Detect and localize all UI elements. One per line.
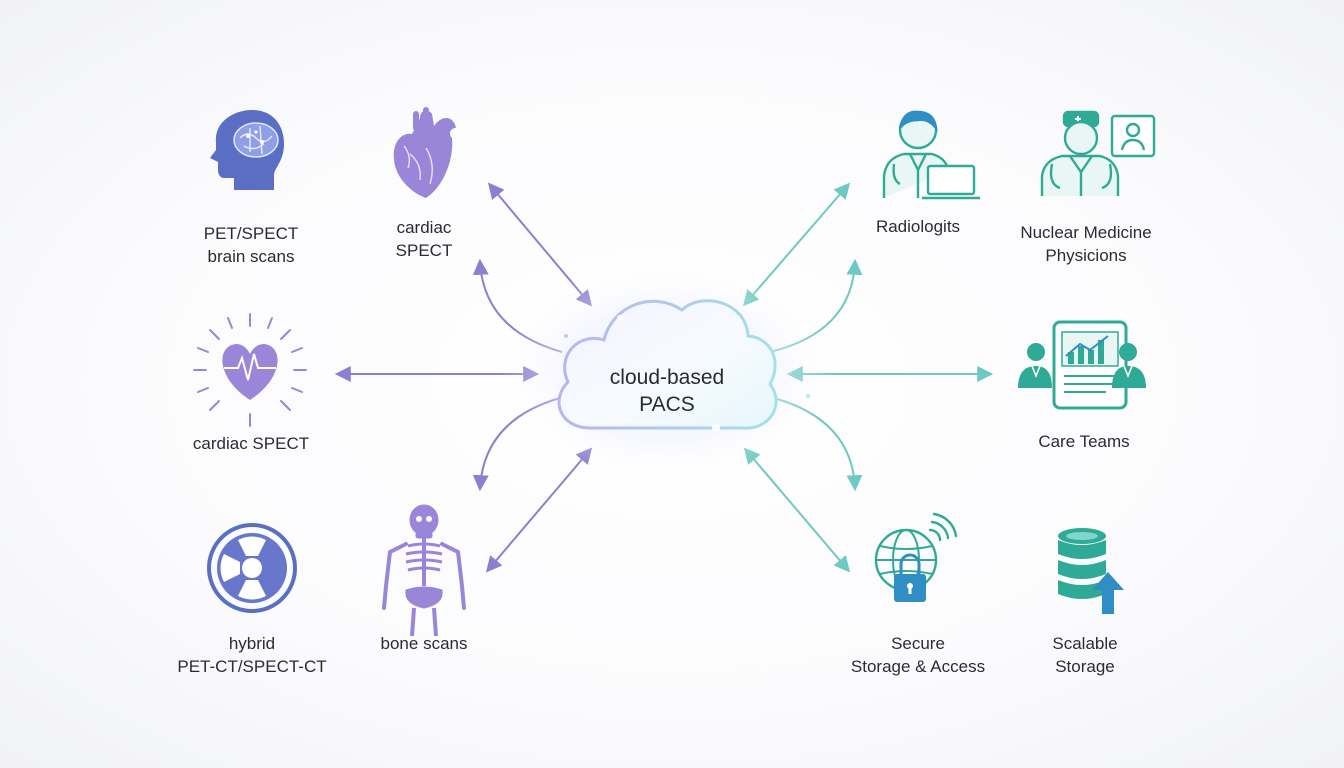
hub-label: cloud-based PACS xyxy=(610,364,724,418)
connector-bone xyxy=(485,447,593,573)
label-hybrid: hybrid PET-CT/SPECT-CT xyxy=(177,634,327,676)
database-upload-icon xyxy=(1058,528,1124,614)
label-secure-storage: Secure Storage & Access xyxy=(850,634,986,676)
label-radiologists: Radiologits xyxy=(875,217,961,236)
hub-label-line2: PACS xyxy=(639,393,695,416)
heart-icon xyxy=(393,107,456,198)
label-pet-spect-brain: PET/SPECT brain scans xyxy=(203,224,299,266)
label-care-teams: Care Teams xyxy=(1038,432,1130,451)
physician-video-icon xyxy=(1040,110,1156,196)
label-bone-scans: bone scans xyxy=(380,634,468,653)
globe-lock-icon xyxy=(874,512,958,602)
cloud-hub xyxy=(497,262,837,482)
tablet-team-icon xyxy=(1018,320,1146,410)
label-nuclear-medicine: Nuclear Medicine Physicions xyxy=(1020,223,1152,265)
heartbeat-icon xyxy=(193,313,307,427)
connector-secure xyxy=(743,447,851,573)
cloud-icon xyxy=(557,299,778,430)
label-scalable-storage: Scalable Storage xyxy=(1052,634,1118,676)
scanner-ring-icon xyxy=(207,523,297,613)
label-cardiac-spect-top: cardiac SPECT xyxy=(395,218,453,260)
hub-label-line1: cloud-based xyxy=(609,366,725,389)
label-cardiac-spect-mid: cardiac SPECT xyxy=(192,434,310,453)
brain-head-icon xyxy=(210,110,284,190)
skeleton-icon xyxy=(382,504,466,637)
doctor-laptop-icon xyxy=(882,110,980,200)
